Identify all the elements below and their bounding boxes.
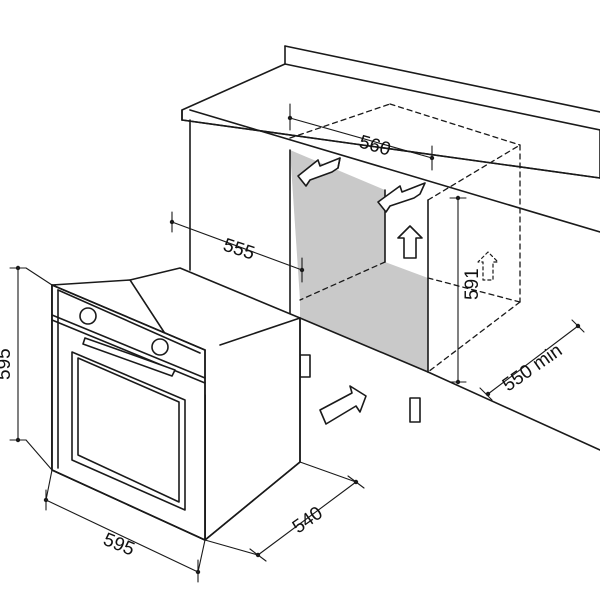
dimension-label-oven-height: 595 [0,348,15,380]
countertop [181,45,600,233]
airflow-up-arrow-icon [397,225,423,259]
airflow-up-arrow-icon [477,251,499,281]
niche-cavity-back [290,150,385,300]
oven-control-panel [51,314,206,384]
dimension-label-min-depth: 550 min [499,340,566,396]
dimension-label-oven-width: 595 [100,529,137,560]
oven-knob-left [79,307,97,325]
airflow-in-arrow-icon [319,385,367,425]
niche-outline-dashed [289,103,521,373]
airflow-out-arrow-icon [297,157,341,187]
airflow-out-arrow-icon [377,182,426,213]
niche-cavity-floor [300,262,428,372]
dimension-label-niche-height: 591 [462,268,483,300]
oven-door-window [71,351,186,511]
oven-door-handle [82,337,176,377]
dimension-endpoints [15,115,581,575]
oven-knob-right [151,338,169,356]
dimension-label-niche-depth: 555 [220,235,257,265]
cabinet-side-panel [189,119,600,451]
